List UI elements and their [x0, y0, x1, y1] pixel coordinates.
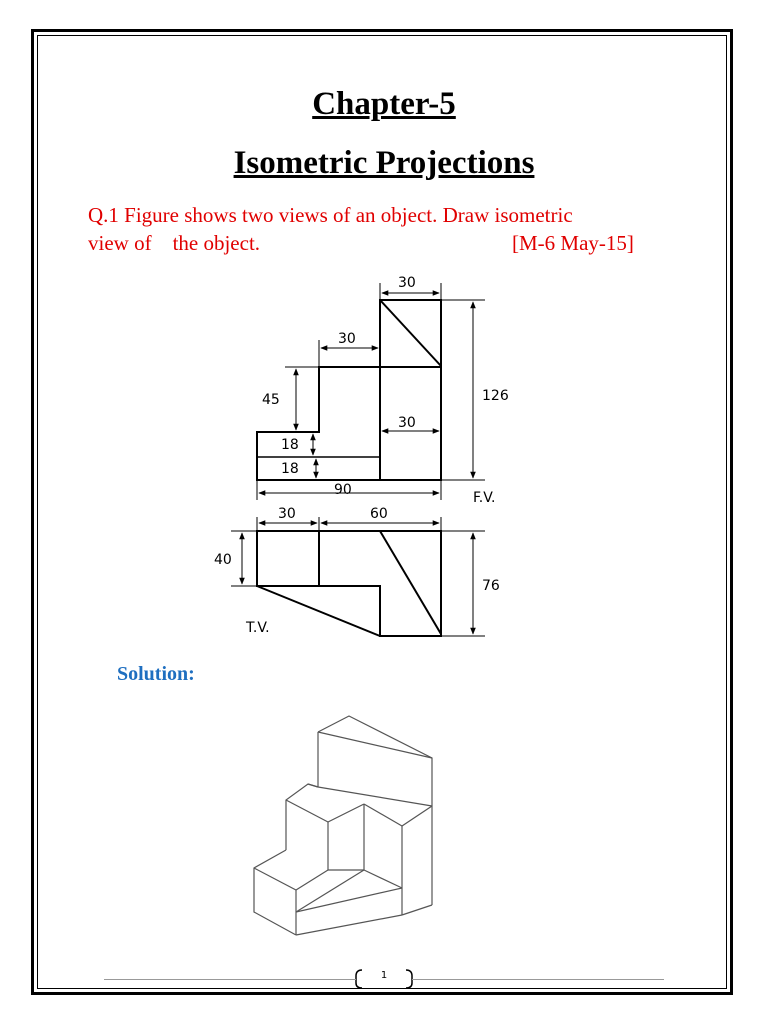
- chapter-heading: Chapter-5: [312, 86, 456, 122]
- fv-dim-step-height: 45: [262, 392, 280, 408]
- fv-dim-top-width: 30: [398, 275, 416, 291]
- tv-dim-left-width: 30: [278, 506, 296, 522]
- fv-dim-lower-step-2: 18: [281, 461, 299, 477]
- fv-dim-inner-width: 30: [398, 415, 416, 431]
- fv-dim-total-width: 90: [334, 482, 352, 498]
- fv-label: F.V.: [473, 490, 495, 506]
- tv-dim-left-depth: 40: [214, 552, 232, 568]
- footer-rule-left: [104, 979, 356, 980]
- fv-dim-total-height: 126: [482, 388, 509, 404]
- page-border-inner: [37, 35, 727, 989]
- top-view: [231, 517, 485, 637]
- isometric-solution-drawing: [253, 715, 433, 936]
- tv-dim-right-width: 60: [370, 506, 388, 522]
- tv-label: T.V.: [245, 620, 270, 636]
- question-reference: [M-6 May-15]: [512, 231, 634, 255]
- section-title: Isometric Projections: [233, 145, 535, 181]
- solution-label: Solution:: [117, 663, 195, 685]
- fv-dim-lower-step-1: 18: [281, 437, 299, 453]
- page-border-outer: [31, 29, 733, 995]
- question-line-2: view of the object.: [88, 231, 261, 255]
- tv-dim-total-depth: 76: [482, 578, 500, 594]
- question-line-1: Q.1 Figure shows two views of an object.…: [88, 203, 573, 227]
- fv-dim-step-width: 30: [338, 331, 356, 347]
- page-number: 1: [380, 970, 388, 981]
- footer-rule-right: [412, 979, 664, 980]
- front-view: [256, 283, 485, 500]
